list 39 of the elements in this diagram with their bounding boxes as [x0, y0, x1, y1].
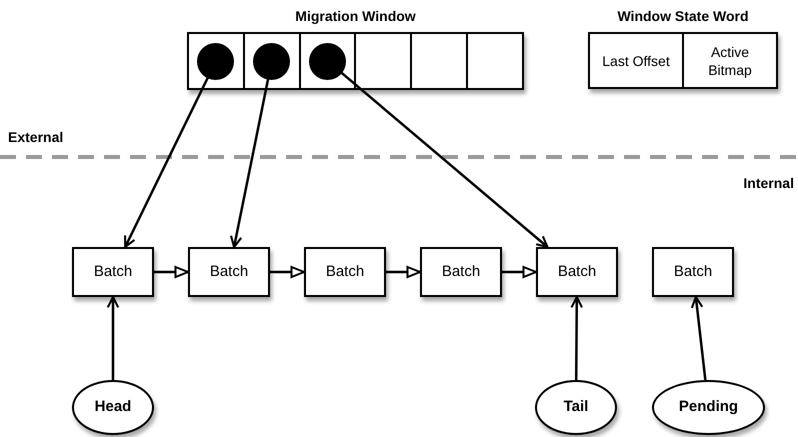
arrow — [570, 296, 583, 380]
arrow — [154, 266, 189, 278]
batch-box — [72, 247, 154, 297]
arrow — [270, 266, 305, 278]
batch-box — [536, 247, 618, 297]
pointer-ellipse — [535, 380, 617, 435]
batch-box — [420, 247, 502, 297]
array-cell — [410, 34, 466, 88]
structure-heading: Migration Window — [295, 7, 416, 26]
arrow — [386, 266, 421, 278]
array-cell — [189, 34, 243, 88]
region-label: Internal — [743, 174, 794, 193]
arrow — [230, 78, 270, 248]
arrow — [106, 296, 120, 380]
array-cell — [466, 34, 522, 88]
array-cell — [242, 34, 299, 88]
batch-label: Batch — [674, 262, 712, 282]
batch-box — [652, 247, 734, 297]
region-label: External — [8, 128, 64, 147]
pointer-label: Head — [94, 397, 132, 418]
batch-label: Batch — [326, 262, 364, 282]
batch-label: Batch — [210, 262, 248, 282]
arrow — [690, 296, 707, 380]
batch-box — [304, 247, 386, 297]
field-label: Last Offset — [602, 52, 670, 70]
array-cell — [298, 34, 354, 88]
batch-label: Batch — [558, 262, 596, 282]
structure-heading: Window State Word — [617, 7, 749, 26]
arrow — [340, 72, 548, 248]
pointer-label: Pending — [678, 397, 738, 418]
batch-label: Batch — [94, 262, 132, 282]
array-cell — [354, 34, 410, 88]
batch-label: Batch — [442, 262, 480, 282]
arrow — [124, 77, 209, 248]
arrow — [502, 266, 537, 278]
pointer-label: Tail — [564, 397, 588, 418]
field-label: Active Bitmap — [707, 42, 753, 78]
pointer-ellipse — [72, 380, 154, 435]
batch-box — [188, 247, 270, 297]
